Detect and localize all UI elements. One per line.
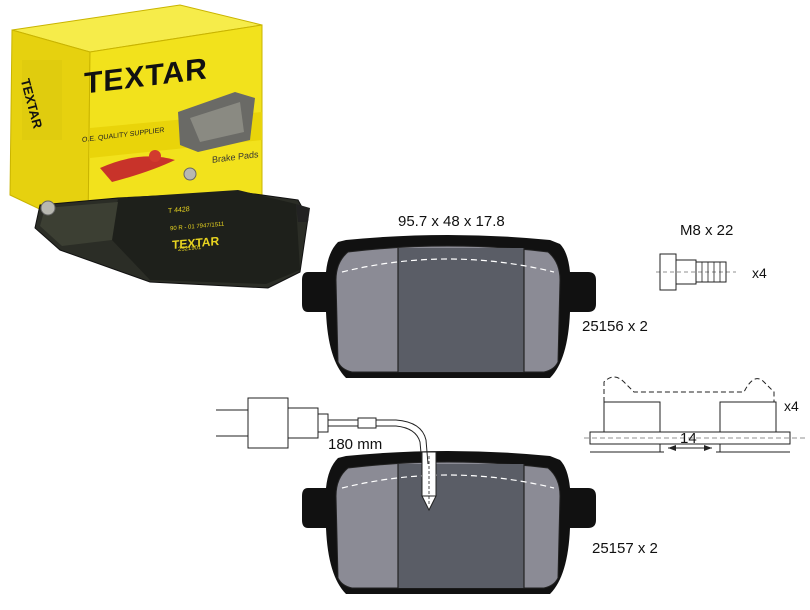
bolt-size-label: M8 x 22 (680, 222, 734, 239)
clip-width-label: 14 (680, 430, 697, 447)
front-pad-diagram (302, 235, 596, 378)
pad-dimensions-label: 95.7 x 48 x 17.8 (398, 213, 505, 230)
wear-sensor-diagram (216, 397, 429, 465)
product-box-illustration (9, 4, 310, 289)
rear-pad-part-label: 25157 x 2 (592, 540, 658, 557)
sensor-length-label: 180 mm (328, 436, 383, 453)
rear-pad-diagram (302, 451, 596, 594)
bolt-quantity-label: x4 (752, 265, 767, 281)
bolt-diagram (656, 253, 736, 291)
clip-diagram (584, 376, 806, 453)
front-pad-part-label: 25156 x 2 (582, 318, 648, 335)
clip-quantity-label: x4 (784, 398, 799, 414)
